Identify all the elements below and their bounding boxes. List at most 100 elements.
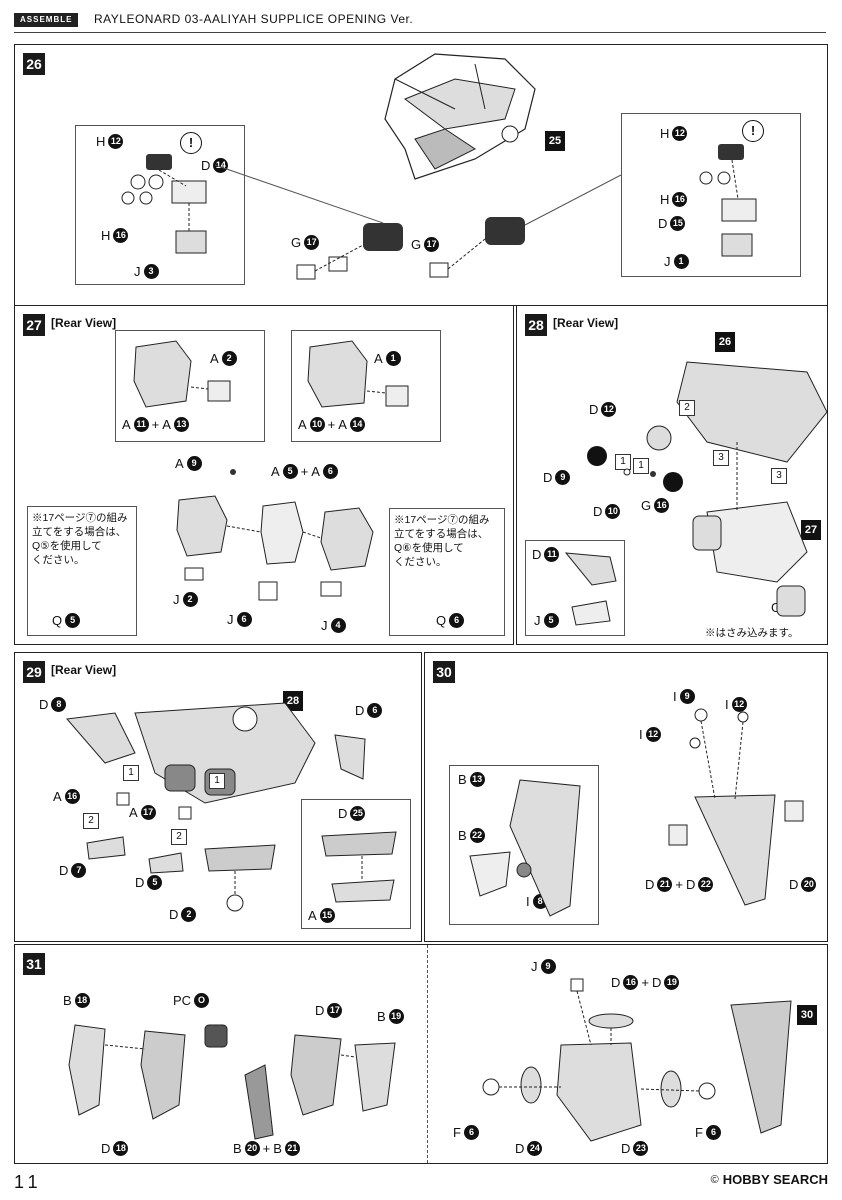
step-28-panel: 28 [Rear View] 26 27 D12 D9 D10 G16 G16 … [516, 305, 828, 645]
step-26-right-parts-drawing [699, 144, 757, 257]
step-27-main-drawing [176, 469, 374, 601]
step-27-number: 27 [23, 314, 45, 336]
step-26-sub-assembly-drawing [214, 164, 622, 280]
page-header: ASSEMBLE RAYLEONARD 03-AALIYAH SUPPLICE … [14, 10, 826, 33]
step-26-main-assembly-drawing [384, 53, 536, 180]
step-30-main-drawing [668, 708, 804, 906]
step-28-detail-drawing [564, 552, 617, 626]
order-marker-2: 2 [83, 813, 99, 829]
step-27-right-parts-drawing [307, 340, 409, 408]
insert-note: ※はさみ込みます。 [705, 627, 799, 639]
rear-view-label: [Rear View] [51, 316, 117, 330]
step-30-number: 30 [433, 661, 455, 683]
order-marker-1: 1 [615, 454, 631, 470]
order-marker-2: 2 [171, 829, 187, 845]
step-31-number: 31 [23, 953, 45, 975]
step-30-detail-drawing [469, 779, 581, 917]
step-26-left-parts-drawing [121, 154, 207, 254]
caution-icon: ! [180, 132, 202, 154]
ref-assembly-25: 25 [545, 131, 565, 151]
order-marker-3: 3 [771, 468, 787, 484]
step-29-detail-drawing [321, 831, 397, 903]
step-28-main-drawing [676, 361, 828, 583]
ref-assembly-27: 27 [801, 520, 821, 540]
watermark: © HOBBY SEARCH [711, 1172, 828, 1187]
step-31-left-drawing [68, 1024, 396, 1140]
step-26-number: 26 [23, 53, 45, 75]
order-marker-2: 2 [679, 400, 695, 416]
step-29-main-drawing [134, 702, 316, 804]
watermark-brand: HOBBY SEARCH [722, 1172, 828, 1187]
rear-view-label: [Rear View] [51, 663, 117, 677]
step-27-left-parts-drawing [133, 340, 231, 408]
page-number: 11 [14, 1172, 43, 1192]
step-28-small-parts-drawing [587, 425, 806, 617]
order-marker-1: 1 [633, 458, 649, 474]
page-title: RAYLEONARD 03-AALIYAH SUPPLICE OPENING V… [94, 12, 414, 26]
ref-assembly-26: 26 [715, 332, 735, 352]
note-right: ※17ページ⑦の組み立てをする場合は、Q⑥を使用してください。 [394, 514, 490, 568]
ref-assembly-28: 28 [283, 691, 303, 711]
assemble-badge: ASSEMBLE [14, 13, 79, 27]
step-31-right-drawing [482, 978, 792, 1142]
rear-view-label: [Rear View] [553, 316, 619, 330]
order-marker-1: 1 [123, 765, 139, 781]
